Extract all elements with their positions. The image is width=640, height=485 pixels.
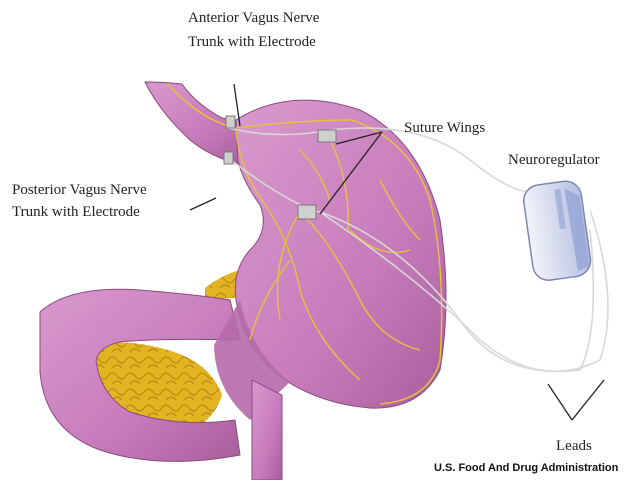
leads-label: Leads [556, 438, 592, 454]
suture-wing-upper [317, 129, 337, 143]
posterior-nerve-label-line1: Posterior Vagus Nerve [12, 182, 147, 198]
anterior-nerve-label-line1: Anterior Vagus Nerve [188, 10, 320, 26]
duodenum [39, 288, 241, 462]
suture-wings-label: Suture Wings [404, 120, 486, 136]
anterior-electrode [225, 115, 236, 129]
neuroregulator-label: Neuroregulator [508, 152, 600, 168]
lower-esophagus-tube [251, 379, 283, 481]
neuroregulator-device [523, 180, 592, 281]
anterior-nerve-label-line2: Trunk with Electrode [188, 34, 316, 50]
posterior-nerve-label-line2: Trunk with Electrode [12, 204, 140, 220]
source-credit: U.S. Food And Drug Administration [434, 462, 619, 474]
suture-wing-lower [297, 204, 317, 220]
pointer-lines [189, 83, 605, 421]
posterior-electrode [223, 151, 234, 165]
